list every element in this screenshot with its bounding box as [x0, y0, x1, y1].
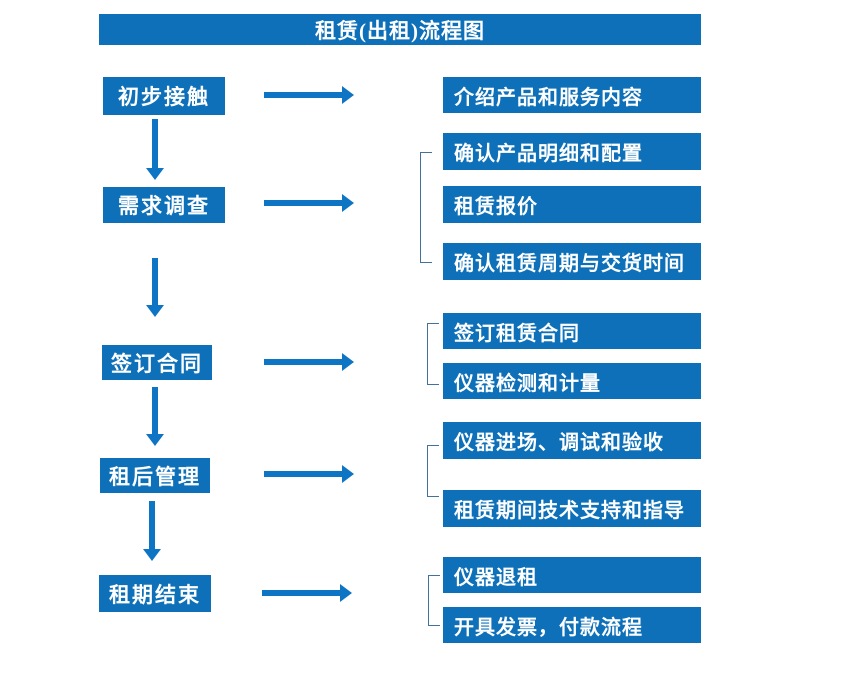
detail-box-introduce-products: 介绍产品和服务内容 [443, 77, 701, 113]
detail-box-instrument-testing: 仪器检测和计量 [443, 363, 701, 399]
detail-box-confirm-details-config: 确认产品明细和配置 [443, 133, 701, 170]
step-box-post-rental-management: 租后管理 [100, 458, 210, 493]
step-box-initial-contact: 初步接触 [103, 77, 225, 115]
down-arrow-icon [146, 387, 164, 446]
detail-box-instrument-return: 仪器退租 [443, 557, 701, 593]
right-arrow-icon [264, 86, 354, 104]
down-arrow-icon [143, 501, 161, 561]
detail-box-instrument-setup-acceptance: 仪器进场、调试和验收 [443, 422, 701, 459]
group-bracket-post-rental [427, 445, 439, 497]
group-bracket-sign-contract [427, 323, 439, 385]
right-arrow-icon [264, 353, 354, 371]
detail-box-confirm-period-delivery: 确认租赁周期与交货时间 [443, 243, 701, 280]
step-box-demand-survey: 需求调查 [103, 187, 225, 223]
down-arrow-icon [146, 119, 164, 180]
step-box-rental-end: 租期结束 [99, 575, 211, 612]
detail-box-rental-quote: 租赁报价 [443, 186, 701, 223]
step-box-sign-contract: 签订合同 [102, 345, 212, 380]
right-arrow-icon [264, 465, 354, 483]
flowchart-title-bar: 租赁(出租)流程图 [99, 14, 701, 45]
detail-box-invoice-payment: 开具发票，付款流程 [443, 607, 701, 643]
right-arrow-icon [262, 584, 352, 602]
down-arrow-icon [146, 258, 164, 317]
group-bracket-demand-survey [420, 152, 432, 263]
group-bracket-rental-end [428, 575, 440, 626]
detail-box-sign-rental-contract: 签订租赁合同 [443, 313, 701, 349]
detail-box-technical-support: 租赁期间技术支持和指导 [443, 490, 701, 527]
flowchart-title: 租赁(出租)流程图 [315, 18, 485, 43]
right-arrow-icon [264, 194, 354, 212]
